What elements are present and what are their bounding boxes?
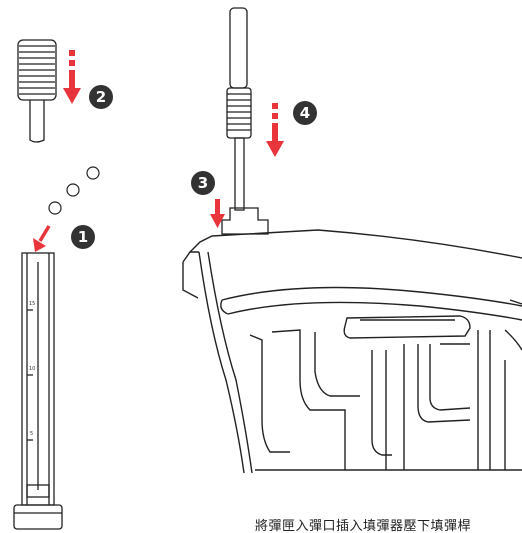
- step-3-badge: 3: [191, 171, 215, 195]
- push-rod: [222, 8, 268, 234]
- scale-label-15: 15: [29, 301, 35, 307]
- bb-rounds: [49, 167, 99, 214]
- step-4-arrow: [266, 103, 284, 157]
- step-1-badge: 1: [71, 225, 95, 249]
- plunger-cap: [18, 40, 56, 142]
- step-2-badge: 2: [89, 85, 113, 109]
- magazine-body: [183, 230, 522, 473]
- step-1-arrow: [33, 226, 49, 252]
- step-1-number: 1: [78, 228, 88, 246]
- scale-label-10: 10: [29, 366, 35, 372]
- step-2-number: 2: [96, 88, 106, 106]
- caption-text: 將彈匣入彈口插入填彈器壓下填彈桿: [255, 515, 522, 533]
- step-2-arrow: [63, 50, 81, 104]
- scale-label-5: 5: [30, 431, 33, 437]
- step-4-badge: 4: [293, 101, 317, 125]
- tube-scale: 15 10 5: [29, 301, 35, 437]
- step-3-number: 3: [198, 174, 208, 192]
- step-3-arrow: [210, 199, 225, 228]
- step-4-number: 4: [300, 104, 310, 122]
- loader-tube: [14, 253, 62, 529]
